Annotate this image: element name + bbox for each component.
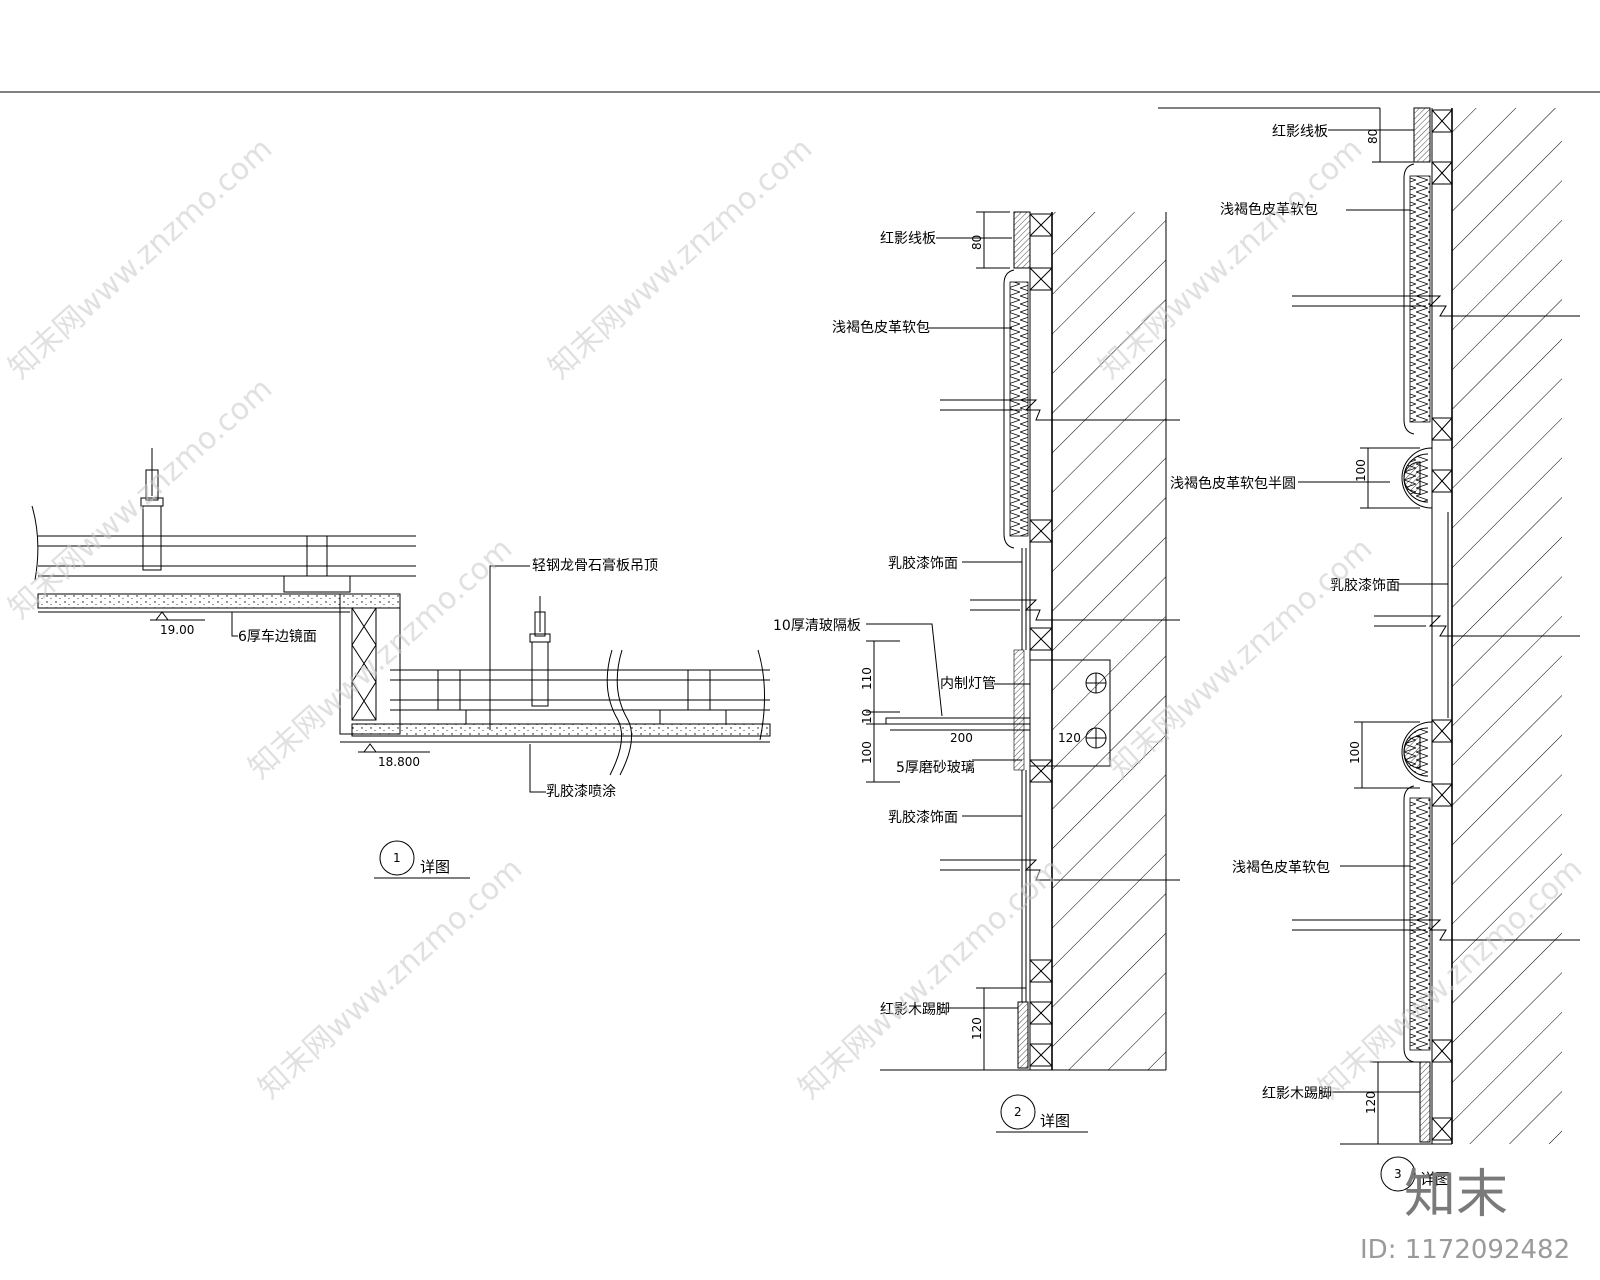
furring-blocks — [1029, 213, 1053, 1067]
dim-100-lower-round: 100 — [1348, 741, 1362, 764]
detail-3-title: 详图 — [1420, 1170, 1450, 1188]
label-mirror: 6厚车边镜面 — [238, 628, 317, 645]
label-latex-spray: 乳胶漆喷涂 — [546, 783, 616, 800]
detail-3-number: 3 — [1394, 1167, 1402, 1181]
dim-110: 110 — [860, 667, 874, 690]
label-moulding-3: 红影线板 — [1272, 124, 1328, 140]
detail-3-number-bubble — [1380, 1156, 1416, 1192]
label-moulding: 红影线板 — [880, 231, 936, 247]
dim-100-upper-round: 100 — [1354, 459, 1368, 482]
detail-3-wall-section: 80 100 100 120 红影线板 浅褐色皮革软包 浅褐色皮革软包半圆 乳胶… — [1158, 107, 1580, 1192]
label-skirting: 红影木踢脚 — [880, 1002, 950, 1018]
detail-1-ceiling-section: 19.00 18.800 轻钢龙骨石膏板吊顶 — [31, 448, 771, 879]
label-glass-partition: 10厚清玻隔板 — [773, 618, 861, 634]
label-frosted-glass: 5厚磨砂玻璃 — [896, 759, 975, 776]
label-latex-finish-upper: 乳胶漆饰面 — [888, 555, 958, 572]
dim-120-skirting-3: 120 — [1364, 1091, 1378, 1114]
dim-120-lamp: 120 — [1058, 731, 1081, 745]
watermark-text: 知末网www.znzmo.com — [242, 531, 519, 786]
label-latex-finish-3: 乳胶漆饰面 — [1330, 577, 1400, 594]
label-built-in-lamp: 内制灯管 — [940, 676, 996, 692]
detail-2-number: 2 — [1014, 1105, 1022, 1119]
dim-80-moulding-3: 80 — [1366, 129, 1380, 144]
watermark-text: 知末网www.znzmo.com — [2, 371, 279, 626]
brand-logo-text: 知末 — [1404, 1165, 1508, 1225]
detail-1-number: 1 — [393, 851, 401, 865]
label-leather-upper-3: 浅褐色皮革软包 — [1220, 201, 1318, 218]
image-id-text: ID: 1172092482 — [1360, 1235, 1570, 1265]
dim-120-skirting: 120 — [970, 1017, 984, 1040]
dim-100: 100 — [860, 741, 874, 764]
watermark-text: 知末网www.znzmo.com — [2, 131, 279, 386]
label-leather-pack: 浅褐色皮革软包 — [832, 319, 930, 336]
label-light-steel-ceiling: 轻钢龙骨石膏板吊顶 — [532, 557, 658, 574]
label-latex-finish-lower: 乳胶漆饰面 — [888, 809, 958, 826]
detail-2-title: 详图 — [1040, 1112, 1070, 1130]
watermark-text: 知末网www.znzmo.com — [542, 131, 819, 386]
detail-1-title: 详图 — [420, 858, 450, 876]
detail-2-number-bubble — [1000, 1094, 1036, 1130]
label-leather-half-round: 浅褐色皮革软包半圆 — [1170, 475, 1296, 492]
elevation-upper: 19.00 — [160, 623, 194, 637]
detail-1-number-bubble — [379, 840, 415, 876]
label-skirting-3: 红影木踢脚 — [1262, 1086, 1332, 1102]
elevation-lower: 18.800 — [378, 755, 420, 769]
label-leather-lower-3: 浅褐色皮革软包 — [1232, 859, 1330, 876]
dim-200: 200 — [950, 731, 973, 745]
dim-80-moulding: 80 — [970, 235, 984, 250]
dim-10: 10 — [860, 709, 874, 724]
watermark-text: 知末网www.znzmo.com — [252, 851, 529, 1106]
detail-2-wall-section: 80 110 10 100 200 120 120 红影线板 浅褐色皮革软包 乳… — [773, 211, 1180, 1133]
